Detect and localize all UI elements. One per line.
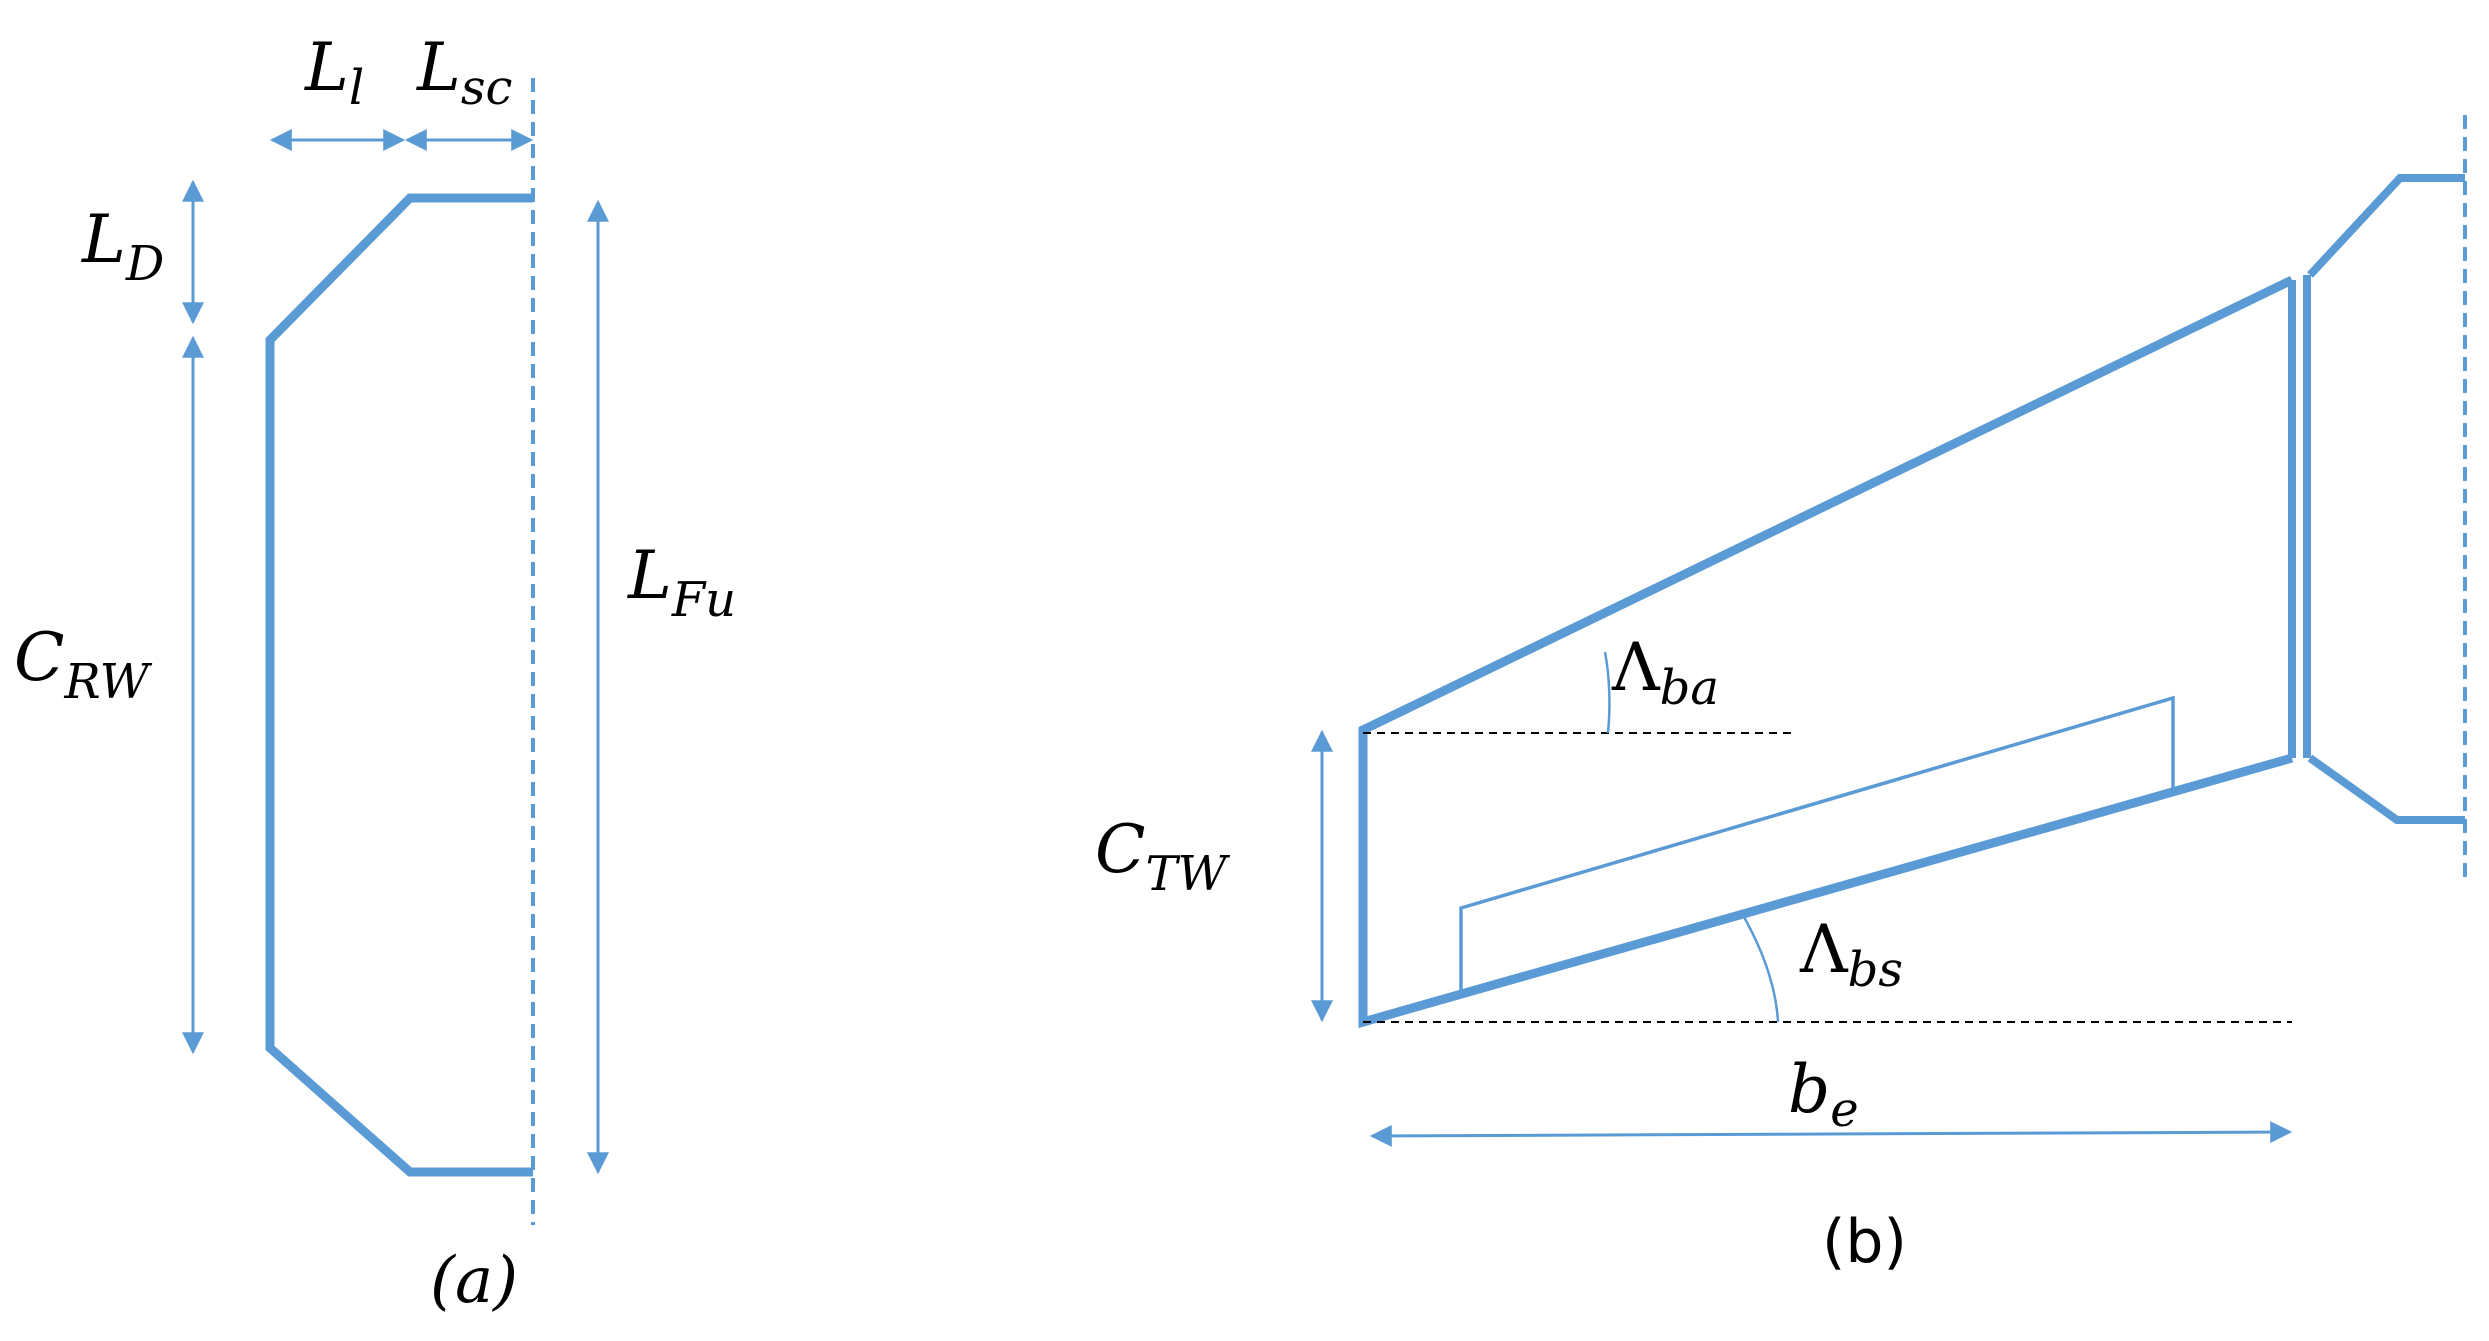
fuselage-top-outline: [2307, 174, 2465, 278]
label-lambda-bs: Λbs: [1799, 911, 1903, 998]
panel-a: Ll Lsc LD CRW LFu (a): [14, 29, 736, 1318]
caption-b: (b): [1822, 1207, 1907, 1277]
control-surface-outline: [1459, 695, 2175, 995]
caption-a: (a): [430, 1244, 518, 1318]
angle-arc-bs: [1738, 909, 1780, 1023]
dim-be-arrow: [1369, 1121, 2293, 1147]
root-wing-outline: [265, 193, 533, 1177]
panel-b: CTW Λba Λbs be (b): [1095, 115, 2467, 1277]
angle-arc-ba: [1603, 651, 1611, 734]
label-lambda-ba: Λba: [1611, 629, 1719, 716]
label-l: Ll: [304, 29, 364, 116]
label-ld: LD: [81, 201, 164, 292]
outer-wing-outline: [1358, 275, 2294, 1028]
label-be: be: [1788, 1051, 1859, 1138]
label-ctw: CTW: [1095, 811, 1231, 902]
label-lsc: Lsc: [416, 29, 512, 116]
fuselage-bottom-outline: [2307, 754, 2465, 824]
label-lfu: LFu: [627, 537, 736, 628]
label-crw: CRW: [14, 619, 153, 710]
